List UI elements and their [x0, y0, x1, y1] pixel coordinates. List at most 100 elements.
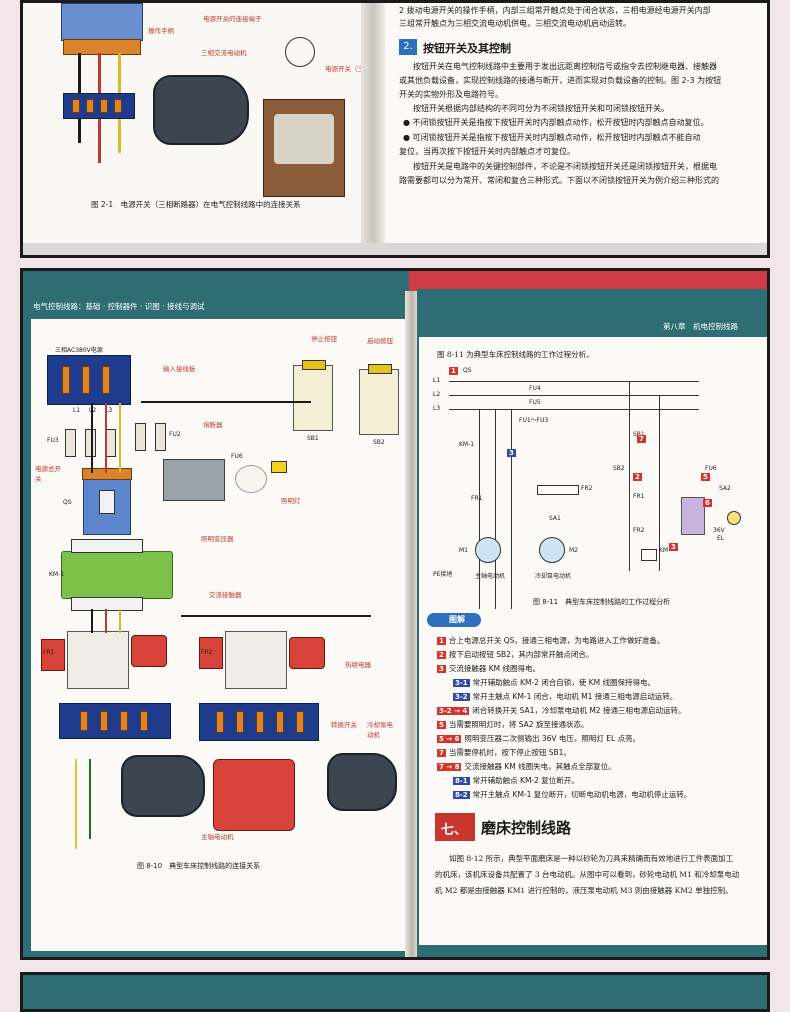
- right-figure-caption: 图 8-11 典型车床控制线路的工作过程分析: [533, 598, 671, 606]
- label-el: EL: [717, 535, 725, 542]
- section-title: 按钮开关及其控制: [423, 42, 511, 55]
- text-line: 或其他负载设备，实现控制线路的接通与断开，进而实现对负载设备的控制。图 2-3 …: [399, 76, 722, 85]
- motor-m1-symbol: [475, 537, 501, 563]
- label-pe: PE接地: [433, 571, 453, 578]
- section-number: 七、: [441, 823, 468, 838]
- thermal-relay-dial: [199, 637, 223, 669]
- step-number: 5 → 6: [437, 735, 462, 743]
- label-fr1: FR1: [43, 649, 55, 656]
- breaker-image: [61, 3, 143, 41]
- lamp-image: [235, 465, 267, 493]
- schematic-line: [629, 381, 630, 571]
- label-m1-name: 主轴电动机: [475, 573, 506, 580]
- label-motor: 三相交流电动机: [201, 49, 247, 57]
- thermal-relay-dial: [131, 635, 167, 667]
- output-terminal-block: [59, 703, 171, 739]
- output-terminal-block: [199, 703, 319, 741]
- text-line: 按钮开关根据内部结构的不同可分为不闭锁按钮开关和可闭锁按钮开关。: [413, 104, 669, 113]
- fuse: [135, 423, 146, 451]
- terminal-photo: [263, 99, 345, 197]
- text-line: ● 不闭锁按钮开关是指按下按钮开关时内部触点动作，松开按钮时内部触点自动复位。: [403, 118, 709, 127]
- label-km1: KM-1: [49, 571, 65, 578]
- label-input-tb: 输入接线板: [163, 365, 196, 373]
- power-switch-image: [82, 468, 132, 535]
- wire: [105, 609, 107, 633]
- km-coil-symbol: [641, 549, 657, 561]
- label-sb2: SB2: [373, 439, 385, 446]
- left-page: 三相AC380V电源 输入接线板 L1 L2 L3 FU3 FU2 熔断器 电源…: [31, 319, 405, 951]
- label-coolant-motor: 冷却泵电动机: [367, 721, 393, 739]
- book-gutter: [405, 291, 419, 957]
- label-qs: QS: [63, 499, 72, 506]
- book-gutter: [361, 3, 385, 243]
- label-m2-name: 冷却泵电动机: [535, 573, 572, 580]
- label-m2: M2: [569, 547, 578, 554]
- step-text: 照明变压器二次侧输出 36V 电压，照明灯 EL 点亮。: [464, 734, 641, 743]
- lamp-symbol: [727, 511, 741, 525]
- step-text: 交流接触器 KM 线圈得电。: [448, 664, 541, 673]
- label-power-switch: 电源总开关: [35, 465, 61, 483]
- step-number: 7: [437, 749, 446, 757]
- step-number: 2: [437, 651, 446, 659]
- label-breaker-terminals: 电源开关的连接端子: [203, 15, 262, 23]
- terminal-block: [63, 93, 135, 119]
- label-l3: L3: [433, 405, 441, 412]
- step-text: 当需要照明灯时，将 SA2 旋至接通状态。: [448, 720, 589, 729]
- text-line: 开关的实物外形及电路符号。: [399, 90, 503, 99]
- label-fu5: FU5: [529, 399, 541, 406]
- breaker-terminals: [63, 39, 141, 55]
- label-l3: L3: [105, 407, 113, 414]
- step-text: 常开主触点 KM-1 闭合，电动机 M1 接通三相电源启动运转。: [472, 692, 678, 701]
- coolant-motor-image: [327, 753, 397, 811]
- wire: [75, 759, 77, 849]
- left-running-header: 电气控制线路：基础 · 控制器件 · 识图 · 接线与调试: [33, 302, 205, 311]
- schematic-line: [449, 381, 699, 382]
- step-number: 3-1: [453, 679, 470, 687]
- tujie-label: 图解: [449, 615, 465, 624]
- thermal-relay-dial: [289, 637, 325, 669]
- schematic-line: [511, 409, 512, 609]
- wire: [181, 615, 371, 617]
- step-text: 闭合转换开关 SA1，冷却泵电动机 M2 接通三相电源启动运转。: [472, 706, 686, 715]
- label-handle: 操作手柄: [148, 27, 174, 35]
- transformer-symbol: [681, 497, 705, 535]
- text-line: 的机床，该机床设备共配置了 3 台电动机。从图中可以看到，砂轮电动机 M1 和冷…: [435, 870, 740, 879]
- text-line: 按钮开关是电路中的关键控制部件，不论是不闭锁按钮开关还是闭锁按钮开关，根据电: [413, 162, 717, 171]
- right-page: 图 8-11 为典型车床控制线路的工作过程分析。 L1 L2 L3 QS FU4…: [419, 337, 767, 945]
- label-power: 三相AC380V电源: [55, 347, 103, 354]
- label-m1: M1: [459, 547, 468, 554]
- step-number: 7 → 8: [437, 763, 462, 771]
- thermal-relay-dial: [41, 639, 65, 671]
- right-running-header: 第八章 机电控制线路: [663, 322, 738, 331]
- schematic-line: [479, 409, 480, 609]
- label-fuse: 熔断器: [203, 421, 223, 429]
- label-sa2: SA2: [719, 485, 731, 492]
- step-number: 5: [437, 721, 446, 729]
- schematic-line: [659, 395, 660, 571]
- text-line: 复位，当再次按下按钮开关时内部触点才可复位。: [399, 147, 575, 156]
- step-text: 常开辅助触点 KM-2 复位断开。: [472, 776, 579, 785]
- bottom-book-photo: [20, 972, 770, 1012]
- label-km: KM: [659, 547, 669, 554]
- step-text: 当需要停机时，按下停止按钮 SB1。: [448, 748, 571, 757]
- text-line: 机 M2 都是由接触器 KM1 进行控制的，液压泵电动机 M3 则由接触器 KM…: [435, 886, 733, 895]
- top-left-page: 操作手柄 电源开关的连接端子 三相交流电动机 电源开关（三相断路器） 图 2-1…: [23, 3, 397, 243]
- label-fr1: FR1: [633, 493, 645, 500]
- schematic-line: [495, 409, 496, 609]
- step-text: 常开辅助触点 KM-2 闭合自锁，使 KM 线圈保持得电。: [472, 678, 655, 687]
- label-fu1-3: FU1～FU3: [519, 417, 549, 424]
- step-text: 交流接触器 KM 线圈失电，其触点全部复位。: [464, 762, 616, 771]
- motor-m2-symbol: [539, 537, 565, 563]
- transformer-image: [163, 459, 225, 501]
- wire: [91, 403, 93, 473]
- contactor-terminals: [71, 597, 143, 611]
- wire: [91, 609, 93, 633]
- step-number: 3-2 → 4: [437, 707, 470, 715]
- contactor-terminals: [71, 539, 143, 553]
- step-number: 1: [437, 637, 446, 645]
